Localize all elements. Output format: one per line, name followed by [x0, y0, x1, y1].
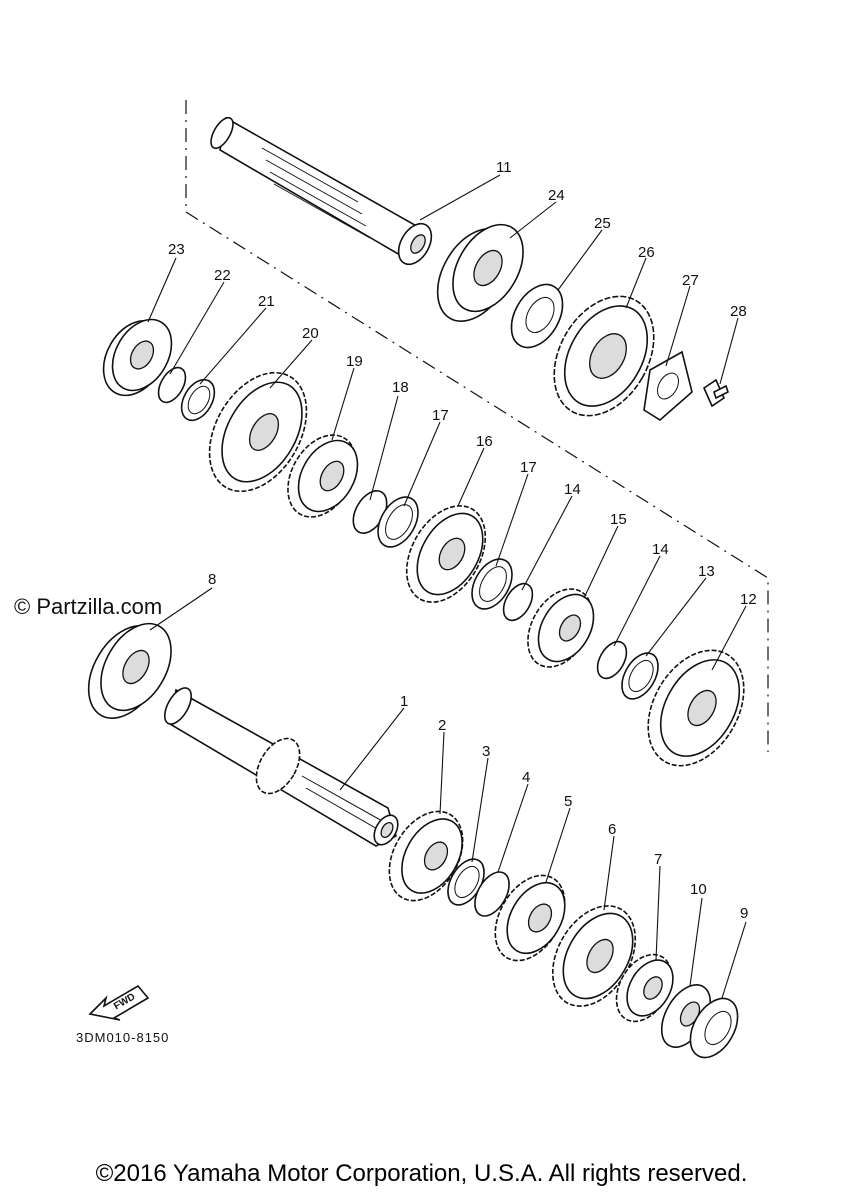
diagram-code: 3DM010-8150 [76, 1030, 170, 1045]
callout-26: 26 [638, 244, 655, 261]
callout-18: 18 [392, 379, 409, 396]
oil-seal-25 [510, 283, 564, 349]
drive-axle-1 [163, 687, 399, 847]
callout-15: 15 [610, 511, 627, 528]
bearing-8 [87, 622, 172, 719]
callout-16: 16 [476, 433, 493, 450]
gear-6 [551, 905, 637, 1007]
lock-washer-27 [643, 350, 693, 421]
washer-13 [621, 652, 659, 700]
bolt-28 [702, 378, 729, 408]
gear-12 [647, 649, 745, 767]
callout-11: 11 [496, 159, 512, 176]
gear-19 [287, 434, 359, 518]
leader-lines [147, 174, 747, 999]
callout-17b: 17 [520, 459, 537, 476]
circlip-4 [474, 871, 510, 917]
callout-2: 2 [438, 717, 446, 734]
callout-19: 19 [346, 353, 363, 370]
circlip-14a [502, 582, 534, 622]
drive-sprocket-26 [553, 295, 655, 417]
callout-labels: 11 24 25 26 27 28 23 22 21 20 19 18 17 1… [168, 159, 757, 922]
callout-17a: 17 [432, 407, 449, 424]
callout-13: 13 [698, 563, 715, 580]
callout-8: 8 [208, 571, 216, 588]
callout-27: 27 [682, 272, 699, 289]
callout-12: 12 [740, 591, 757, 608]
callout-22: 22 [214, 267, 231, 284]
oil-seal-9 [689, 997, 739, 1059]
circlip-22 [157, 366, 187, 404]
callout-21: 21 [258, 293, 275, 310]
circlip-14b [596, 640, 628, 680]
callout-6: 6 [608, 821, 616, 838]
callout-7: 7 [654, 851, 662, 868]
washer-17a [377, 496, 419, 548]
callout-24: 24 [548, 187, 565, 204]
callout-10: 10 [690, 881, 707, 898]
gear-16 [405, 505, 487, 603]
watermark: © Partzilla.com [14, 594, 163, 619]
fwd-arrow-icon: FWD [88, 984, 150, 1021]
washer-3 [447, 858, 485, 906]
bearing-24 [436, 223, 524, 322]
main-axle [210, 116, 433, 266]
gear-20 [208, 371, 308, 493]
washer-17b [471, 558, 513, 610]
callout-5: 5 [564, 793, 572, 810]
callout-4: 4 [522, 769, 530, 786]
gear-2 [388, 810, 464, 902]
callout-23: 23 [168, 241, 185, 258]
callout-14a: 14 [564, 481, 581, 498]
callout-28: 28 [730, 303, 747, 320]
callout-1: 1 [400, 693, 408, 710]
callout-25: 25 [594, 215, 611, 232]
copyright-notice: ©2016 Yamaha Motor Corporation, U.S.A. A… [95, 1160, 748, 1187]
gear-5 [494, 874, 566, 962]
callout-3: 3 [482, 743, 490, 760]
bearing-23 [102, 318, 173, 397]
assembly-boundary [185, 100, 769, 752]
washer-21 [180, 378, 216, 422]
gear-7 [615, 953, 674, 1023]
callout-20: 20 [302, 325, 319, 342]
callout-14b: 14 [652, 541, 669, 558]
gear-15 [527, 588, 595, 668]
callout-9: 9 [740, 905, 748, 922]
